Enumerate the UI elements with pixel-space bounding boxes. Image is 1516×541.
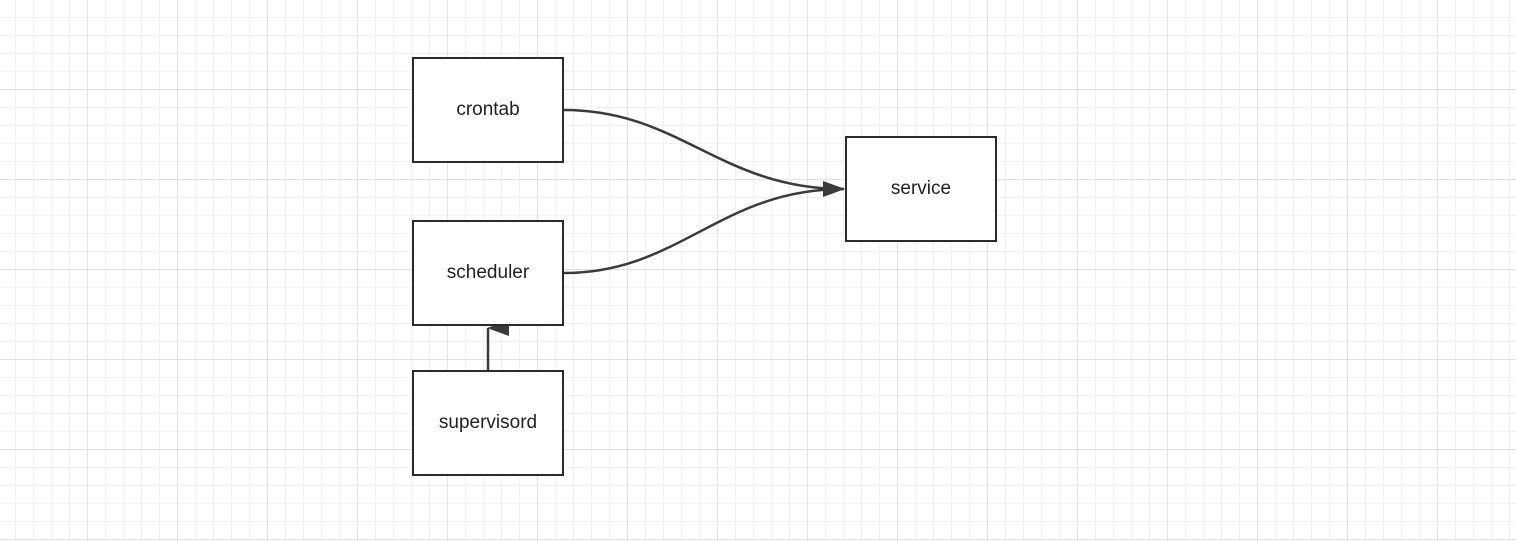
- edge-scheduler-to-service[interactable]: [563, 187, 845, 275]
- node-service[interactable]: service: [845, 136, 997, 242]
- node-supervisord[interactable]: supervisord: [412, 370, 564, 476]
- node-label-scheduler: scheduler: [446, 262, 530, 283]
- node-label-supervisord: supervisord: [438, 412, 538, 433]
- edge-crontab-to-service[interactable]: [563, 108, 845, 197]
- node-label-service: service: [890, 178, 952, 199]
- node-label-crontab: crontab: [456, 99, 520, 120]
- node-crontab[interactable]: crontab: [412, 57, 564, 163]
- node-scheduler[interactable]: scheduler: [412, 220, 564, 326]
